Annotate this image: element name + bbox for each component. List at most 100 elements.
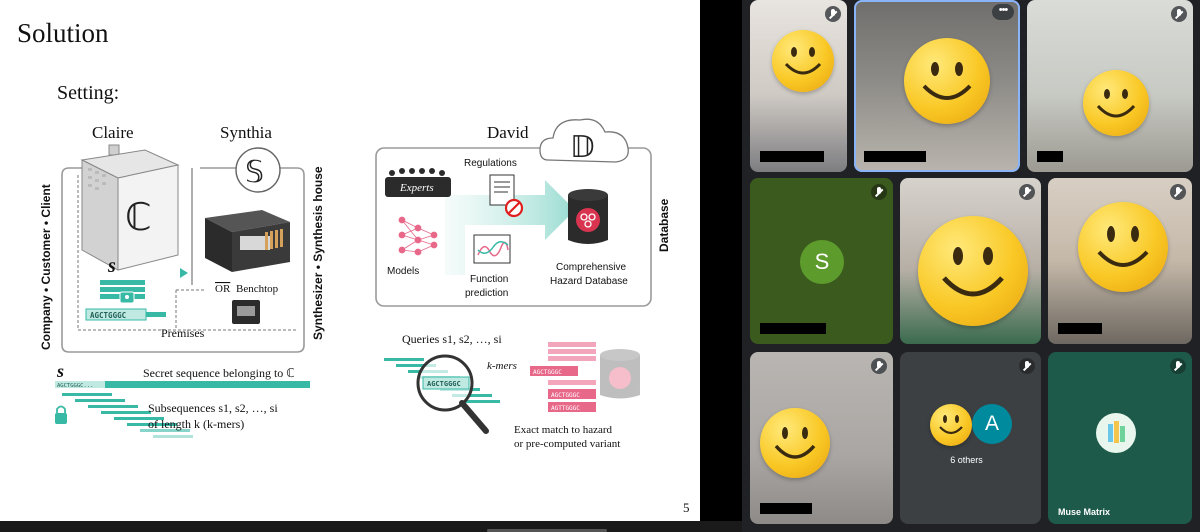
benchtop-device-icon [232,300,260,324]
function-prediction-icon [473,234,511,264]
synthia-symbol: 𝕊 [245,156,264,189]
participant-name-redacted [1037,151,1063,162]
claire-secret-symbol: s [107,255,116,277]
protocol-diagram: Claire Synthia ℂ s AGCTGGGC [39,118,671,450]
separator-strip [700,0,742,532]
participant-tile-others[interactable]: A 6 others [900,352,1041,524]
hazard-kmer-stack [530,342,596,412]
strand-label: AGCTGGGC... [57,383,93,389]
match-seq-3: AGTTGGGC [551,405,580,412]
muted-mic-icon [1170,358,1186,374]
smiley-face-icon [760,408,830,478]
benchtop-label: Benchtop [236,283,279,295]
scroll-thumb[interactable] [487,529,607,532]
page-number: 5 [683,500,690,515]
claire-synthia-frame [61,167,305,353]
exact-match-1: Exact match to hazard [514,424,613,436]
kmer-staircase [62,393,193,438]
participant-name: Muse Matrix [1058,507,1111,517]
participant-tile-2[interactable]: ••• [854,0,1020,172]
kmers-label: k-mers [487,360,517,372]
claire-sequence: AGCTGGGC [90,311,126,320]
muted-mic-icon [1170,184,1186,200]
muse-matrix-logo-icon [1096,413,1136,453]
hazard-db-faded-icon [600,349,640,399]
david-side-label: Database [657,198,671,252]
smiley-face-icon [930,404,972,446]
db-label-1: Comprehensive [556,262,626,273]
hazard-database-icon [568,189,608,244]
smiley-face-icon [772,30,834,92]
participant-name-redacted [760,323,826,334]
participant-tile-6[interactable] [1048,178,1192,344]
slide-title: Solution [17,18,109,48]
muted-mic-icon [1019,184,1035,200]
regulations-label: Regulations [464,158,517,169]
match-seq-2: AGCTGGGC [551,392,580,399]
models-label: Models [387,266,419,277]
muted-mic-icon [825,6,841,22]
magnifier-icon [416,354,489,434]
david-frame [375,147,652,307]
cloud-icon [539,118,629,163]
participant-name-redacted [760,151,824,162]
muted-mic-icon [871,184,887,200]
participant-tile-3[interactable] [1027,0,1193,172]
david-symbol: 𝔻 [570,131,595,164]
encrypted-stack-icon [100,280,145,304]
function-label-1: Function [470,274,508,285]
synthesizer-machine-icon [205,210,290,272]
experts-icon [385,168,451,197]
premises-dashed-line [77,175,297,331]
participant-name-redacted [1058,323,1102,334]
muted-mic-icon [1171,6,1187,22]
participant-tile-muse-matrix[interactable]: Muse Matrix [1048,352,1192,524]
smiley-face-icon [1083,70,1149,136]
synthia-label: Synthia [220,123,272,142]
hazard-flow-arrow [445,180,575,275]
or-label: OR [215,283,231,295]
smiley-face-icon [1078,202,1168,292]
premises-label: Premises [161,326,205,340]
flow-arrow-icon [180,268,188,278]
secret-caption: Secret sequence belonging to ℂ [143,366,295,380]
more-options-icon[interactable]: ••• [992,4,1014,20]
david-label: David [487,123,529,142]
muted-mic-icon [871,358,887,374]
exact-match-2: or pre-computed variant [514,438,620,450]
claire-symbol: ℂ [125,197,152,239]
presentation-slide: Solution Setting: Claire Synthia [0,0,700,521]
presentation-bottom-bar [0,521,742,532]
queries-label: Queries s1, s2, …, si [402,332,502,346]
muted-mic-icon [1019,358,1035,374]
others-count-label: 6 others [950,455,983,465]
claire-side-label: Company • Customer • Client [39,184,53,350]
experts-label: Experts [399,182,434,194]
function-label-2: prediction [465,288,508,299]
lock-icon [55,405,67,424]
bottom-secret-symbol: s [56,361,64,381]
participant-tile-4[interactable]: S [750,178,893,344]
participant-tile-5[interactable] [900,178,1041,344]
avatar: S [800,240,844,284]
synthia-side-label: Synthesizer • Synthesis house [311,166,325,340]
magnified-sequence: AGCTGGGC [427,380,461,388]
participant-name-redacted [760,503,812,514]
slide-setting-label: Setting: [57,82,120,104]
secret-strand [55,381,310,388]
claire-label: Claire [92,123,134,142]
claire-building-icon: ℂ [80,144,180,271]
synthia-logo-icon [235,147,281,193]
subsequences-caption-1: Subsequences s1, s2, …, si [148,401,278,415]
participant-grid: ••• S [742,0,1200,532]
smiley-face-icon [904,38,990,124]
match-seq-1: AGCTGGGC [533,369,562,376]
avatar: A [972,404,1012,444]
db-label-2: Hazard Database [550,276,628,287]
participant-tile-7[interactable] [750,352,893,524]
participant-tile-1[interactable] [750,0,847,172]
models-network-icon [398,216,438,256]
smiley-face-icon [918,216,1028,326]
regulations-document-icon [489,174,524,218]
participant-name-redacted [864,151,926,162]
